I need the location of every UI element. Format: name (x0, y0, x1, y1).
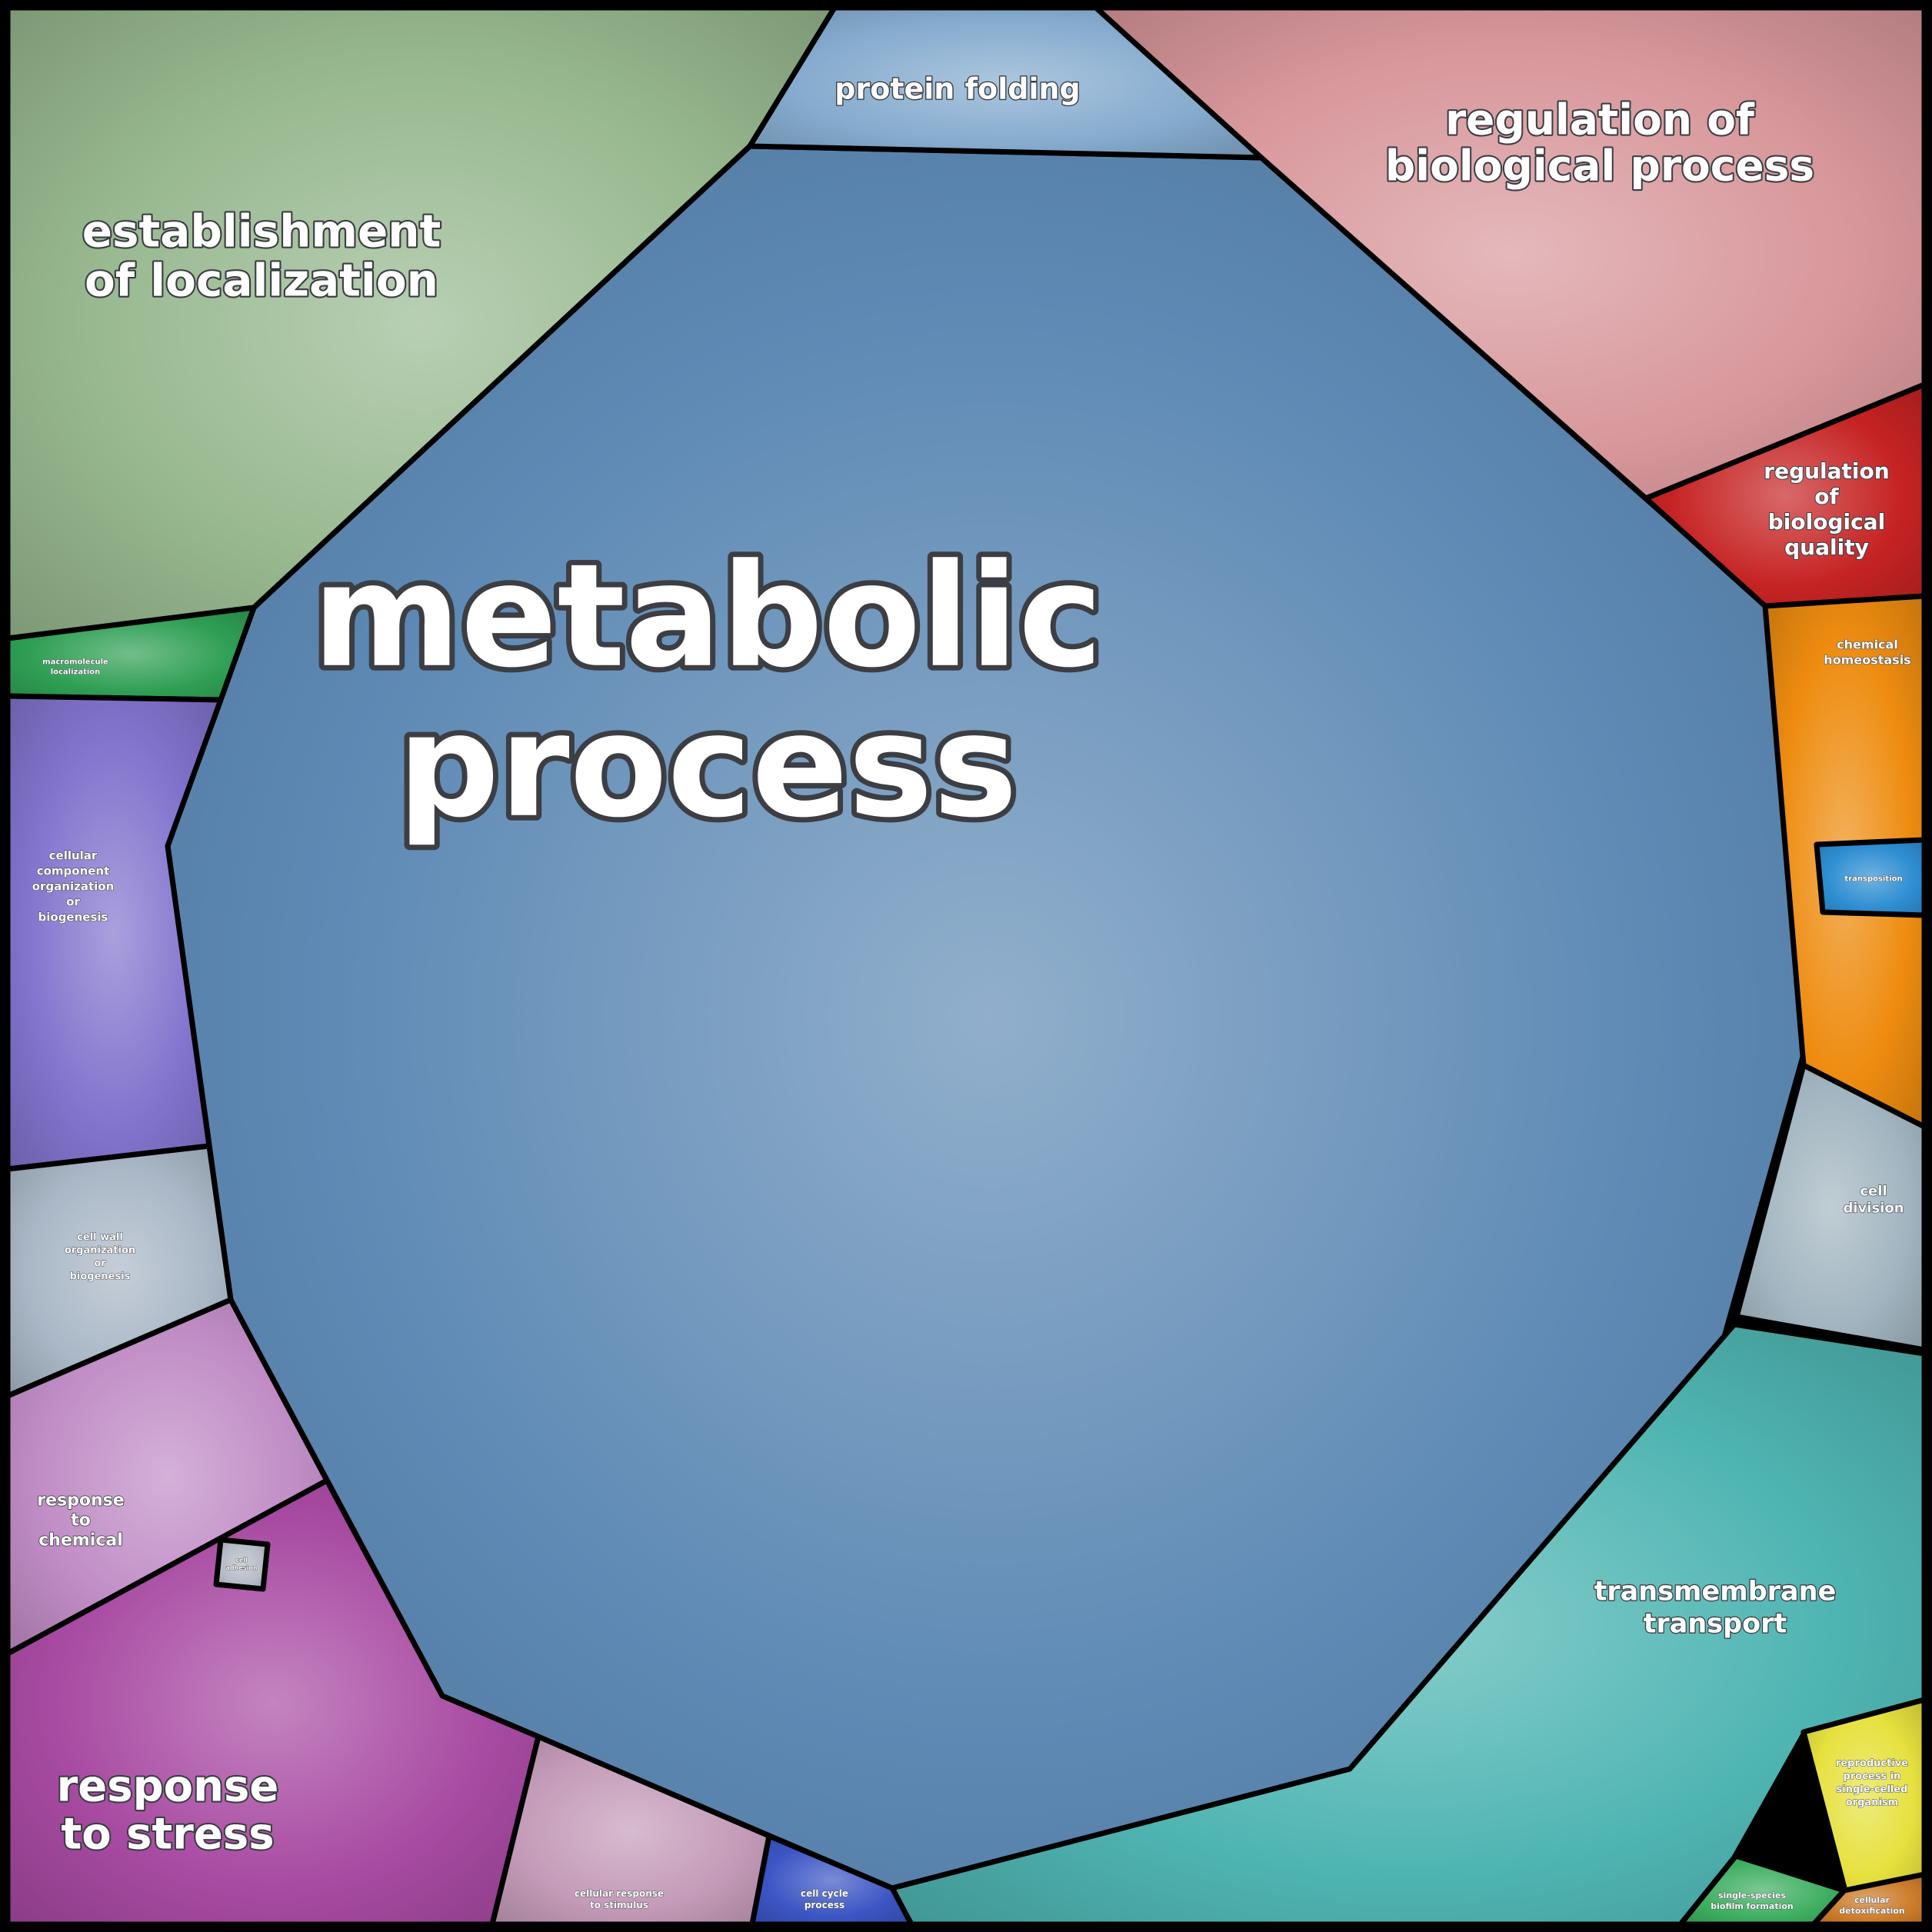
label-line: biological (1768, 509, 1885, 535)
label-line: of localization (85, 254, 438, 306)
label-line: response (37, 1491, 124, 1511)
label-line: cellular response (575, 1888, 664, 1899)
label-line: establishment (82, 205, 441, 257)
label-line: division (1843, 1200, 1904, 1216)
label-line: cell (1860, 1183, 1887, 1199)
region-cell-adhesion[interactable] (213, 1537, 271, 1592)
label-protein-folding: protein folding (834, 72, 1080, 105)
label-line: cell wall (77, 1232, 123, 1244)
label-line: biogenesis (38, 910, 108, 924)
region-cell-division[interactable] (1734, 1062, 1927, 1353)
label-line: biogenesis (70, 1271, 131, 1283)
label-line: process (804, 1900, 844, 1910)
label-line: or (94, 1258, 106, 1270)
label-line: cell (235, 1557, 248, 1564)
label-line: transmembrane (1594, 1576, 1837, 1607)
label-line: chemical (1837, 638, 1898, 652)
label-line: protein folding (834, 72, 1080, 105)
label-line: organization (65, 1245, 135, 1257)
label-line: regulation (1764, 458, 1889, 484)
label-line: component (37, 864, 110, 878)
label-line: metabolic (312, 533, 1103, 699)
label-line: localization (51, 668, 101, 677)
label-line: of (1814, 484, 1839, 509)
label-line: adhesion (226, 1564, 258, 1571)
label-line: chemical (38, 1531, 123, 1551)
label-line: cell cycle (801, 1888, 848, 1899)
label-line: to stress (61, 1810, 274, 1860)
label-line: to (71, 1511, 91, 1531)
label-line: transport (1644, 1608, 1787, 1639)
region-cell-cycle-process[interactable] (749, 1833, 914, 1927)
region-cellular-detoxification[interactable] (1810, 1871, 1927, 1927)
region-transposition[interactable] (1814, 837, 1927, 918)
label-line: homeostasis (1824, 653, 1910, 668)
label-line: biological process (1385, 141, 1814, 190)
label-line: single-celled (1837, 1784, 1908, 1796)
label-line: reproductive (1836, 1758, 1908, 1770)
label-line: response (57, 1762, 279, 1812)
label-line: process (398, 683, 1018, 849)
label-line: biofilm formation (1710, 1901, 1794, 1911)
label-line: macromolecule (42, 658, 108, 667)
label-line: cellular (1854, 1895, 1890, 1905)
label-line: process in (1844, 1771, 1901, 1783)
region-establishment-of-localization[interactable] (5, 5, 838, 641)
label-line: detoxification (1839, 1906, 1905, 1916)
label-line: or (66, 894, 80, 908)
label-line: transposition (1844, 875, 1902, 884)
label-transposition: transposition (1844, 875, 1902, 884)
label-line: regulation of (1445, 95, 1755, 144)
region-cellular-component-organization-or-biogenesis[interactable] (5, 693, 224, 1172)
label-line: quality (1784, 535, 1869, 560)
label-line: organism (1846, 1797, 1898, 1809)
label-line: organization (32, 879, 115, 893)
label-line: single-species (1718, 1890, 1786, 1900)
label-line: to stimulus (590, 1900, 648, 1910)
label-line: cellular (49, 848, 98, 862)
